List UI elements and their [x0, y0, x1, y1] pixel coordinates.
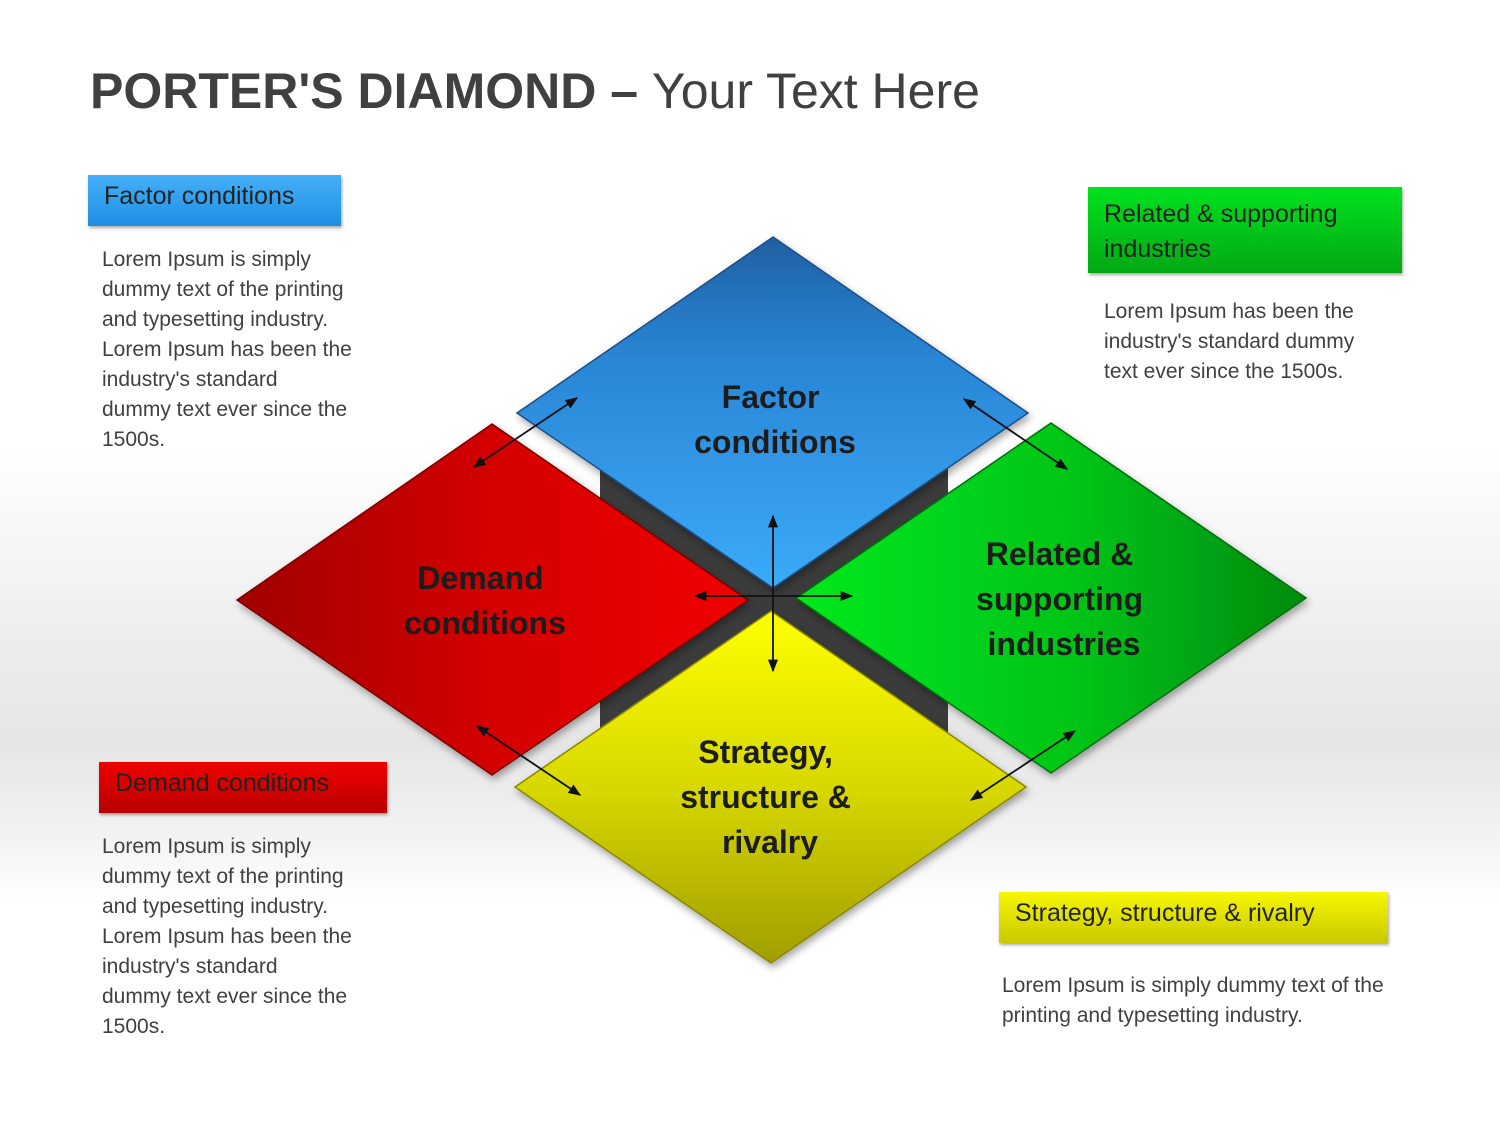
demand-diamond-line-1: Demand — [417, 560, 543, 596]
factor-conditions-label-text: Factor conditions — [104, 182, 295, 210]
page-title: PORTER'S DIAMOND – Your Text Here — [90, 62, 980, 120]
demand-conditions-label: Demand conditions — [99, 762, 387, 813]
strategy-diamond-line-2: structure & — [680, 779, 851, 815]
arrow-factor-related — [962, 398, 1069, 470]
strategy-diamond-label: Strategy, structure & rivalry — [680, 734, 860, 860]
factor-conditions-label: Factor conditions — [88, 175, 341, 226]
demand-conditions-description: Lorem Ipsum is simply dummy text of the … — [102, 835, 352, 1038]
strategy-label: Strategy, structure & rivalry — [999, 892, 1388, 943]
arrow-factor-demand — [472, 397, 579, 468]
related-industries-label: Related & supporting industries — [1088, 187, 1402, 273]
related-diamond-line-2: supporting — [976, 581, 1143, 617]
factor-diamond-line-2: conditions — [694, 424, 856, 460]
demand-diamond-line-2: conditions — [404, 605, 566, 641]
strategy-diamond-line-3: rivalry — [722, 824, 818, 860]
demand-diamond-label: Demand conditions — [404, 560, 566, 641]
title-dash: – — [596, 63, 652, 119]
demand-conditions-label-text: Demand conditions — [115, 769, 330, 797]
related-diamond-line-1: Related & — [986, 536, 1134, 572]
related-diamond-label: Related & supporting industries — [976, 536, 1152, 662]
strategy-diamond-line-1: Strategy, — [698, 734, 833, 770]
related-diamond-line-3: industries — [988, 626, 1141, 662]
arrow-related-strategy — [969, 730, 1077, 801]
related-industries-description: Lorem Ipsum has been the industry's stan… — [1104, 300, 1355, 383]
strategy-label-text: Strategy, structure & rivalry — [1015, 899, 1315, 927]
strategy-diamond — [513, 610, 1028, 964]
strategy-description: Lorem Ipsum is simply dummy text of the … — [1002, 974, 1384, 1027]
related-industries-label-text: Related & supporting industries — [1104, 200, 1338, 263]
factor-diamond-line-1: Factor — [722, 379, 820, 415]
title-subtitle: Your Text Here — [651, 63, 980, 119]
factor-conditions-description: Lorem Ipsum is simply dummy text of the … — [102, 248, 352, 451]
arrow-demand-strategy — [475, 725, 582, 796]
factor-diamond-label: Factor conditions — [694, 379, 856, 460]
title-main: PORTER'S DIAMOND — [90, 63, 597, 119]
